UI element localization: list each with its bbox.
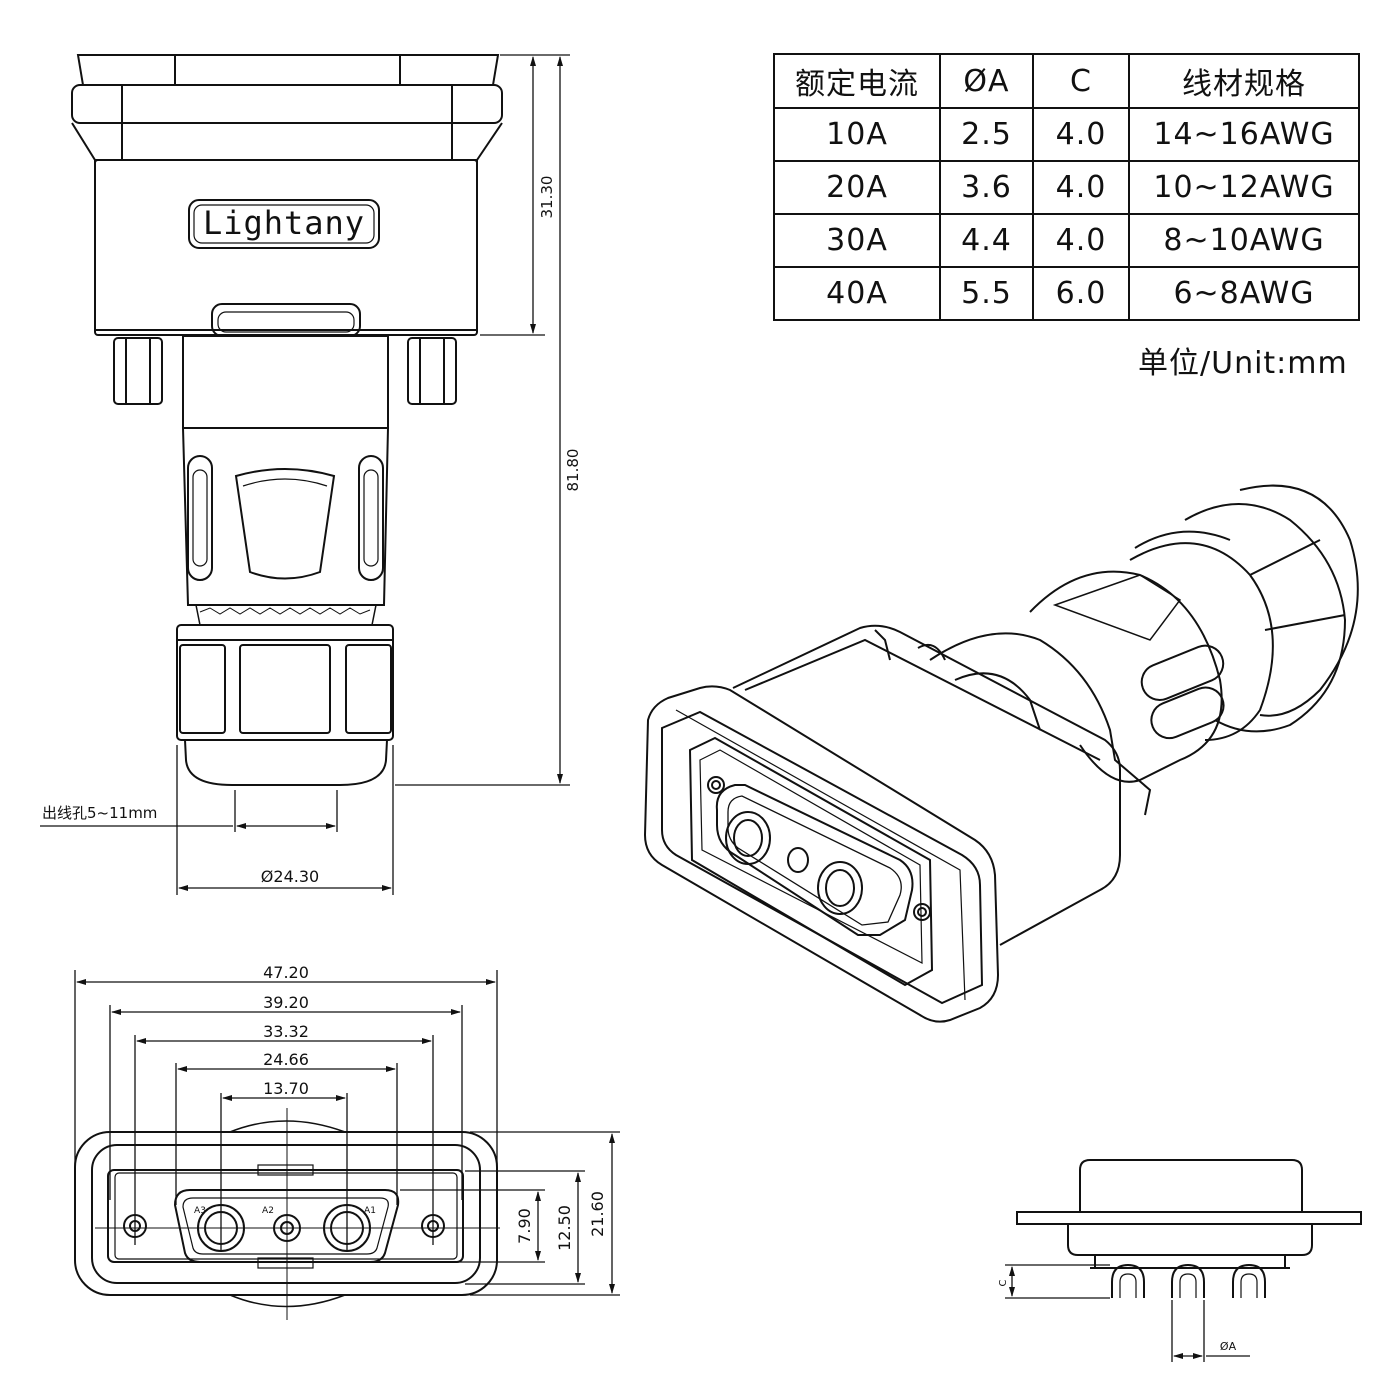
table-cell: 4.0 (1032, 107, 1130, 162)
cable-hole-label: 出线孔5~11mm (42, 804, 157, 822)
cable-dome (183, 739, 389, 786)
dim-height-top: 31.30 (538, 176, 556, 219)
dim-height-0: 7.90 (515, 1208, 534, 1244)
neck (182, 335, 389, 429)
grip-sleeve (181, 427, 390, 606)
screw-left (113, 337, 163, 405)
pin-label-a3: A3 (194, 1206, 206, 1216)
cable-nut (176, 624, 394, 741)
table-cell: 10~12AWG (1128, 160, 1360, 215)
spec-table-header-row: 额定电流 ØA C 线材规格 (773, 53, 1360, 109)
table-cell: 2.5 (939, 107, 1034, 162)
header-c: C (1032, 53, 1130, 109)
pin-label-a2: A2 (262, 1206, 274, 1216)
table-cell: 40A (773, 266, 941, 321)
table-cell: 20A (773, 160, 941, 215)
table-cell: 8~10AWG (1128, 213, 1360, 268)
table-row: 40A 5.5 6.0 6~8AWG (773, 266, 1360, 321)
front-dsub-shell (173, 1189, 400, 1263)
dim-height-total: 81.80 (564, 449, 582, 492)
top-view (71, 54, 503, 786)
header-wire-spec: 线材规格 (1128, 53, 1360, 109)
dim-width-3: 24.66 (263, 1050, 309, 1069)
isometric-view (643, 484, 1359, 1023)
side-view (1016, 1159, 1362, 1298)
table-row: 10A 2.5 4.0 14~16AWG (773, 107, 1360, 162)
table-cell: 6~8AWG (1128, 266, 1360, 321)
side-label-c: C (998, 1279, 1009, 1286)
table-row: 20A 3.6 4.0 10~12AWG (773, 160, 1360, 215)
dim-width-1: 39.20 (263, 993, 309, 1012)
side-view-dims (1005, 1264, 1250, 1362)
dim-diameter: Ø24.30 (261, 867, 319, 886)
side-label-phi-a: ØA (1220, 1340, 1237, 1353)
front-view (74, 1120, 498, 1308)
logo-text: Lightany (203, 204, 365, 242)
table-row: 30A 4.4 4.0 8~10AWG (773, 213, 1360, 268)
table-cell: 5.5 (939, 266, 1034, 321)
table-cell: 6.0 (1032, 266, 1130, 321)
front-flange-outer (74, 1131, 498, 1296)
dim-height-2: 21.60 (588, 1191, 607, 1237)
header-rated-current: 额定电流 (773, 53, 941, 109)
spec-table: 额定电流 ØA C 线材规格 10A 2.5 4.0 14~16AWG 20A … (773, 53, 1360, 321)
top-view-dims (40, 54, 570, 895)
dim-width-2: 33.32 (263, 1022, 309, 1041)
table-cell: 4.0 (1032, 160, 1130, 215)
dim-width-4: 13.70 (263, 1079, 309, 1098)
table-cell: 10A (773, 107, 941, 162)
side-flange (1016, 1211, 1362, 1225)
logo-plate (188, 199, 380, 249)
table-cell: 4.4 (939, 213, 1034, 268)
table-cell: 3.6 (939, 160, 1034, 215)
housing-top-lip (76, 54, 500, 86)
latch (211, 303, 361, 337)
header-phi-a: ØA (939, 53, 1034, 109)
front-view-dims (74, 970, 620, 1320)
dim-height-1: 12.50 (555, 1205, 574, 1251)
dim-width-0: 47.20 (263, 963, 309, 982)
table-cell: 4.0 (1032, 213, 1130, 268)
pin-label-a1: A1 (364, 1206, 376, 1216)
housing-flange (71, 84, 503, 124)
screw-right (407, 337, 457, 405)
table-cell: 14~16AWG (1128, 107, 1360, 162)
unit-note: 单位/Unit:mm (1138, 346, 1348, 381)
table-cell: 30A (773, 213, 941, 268)
